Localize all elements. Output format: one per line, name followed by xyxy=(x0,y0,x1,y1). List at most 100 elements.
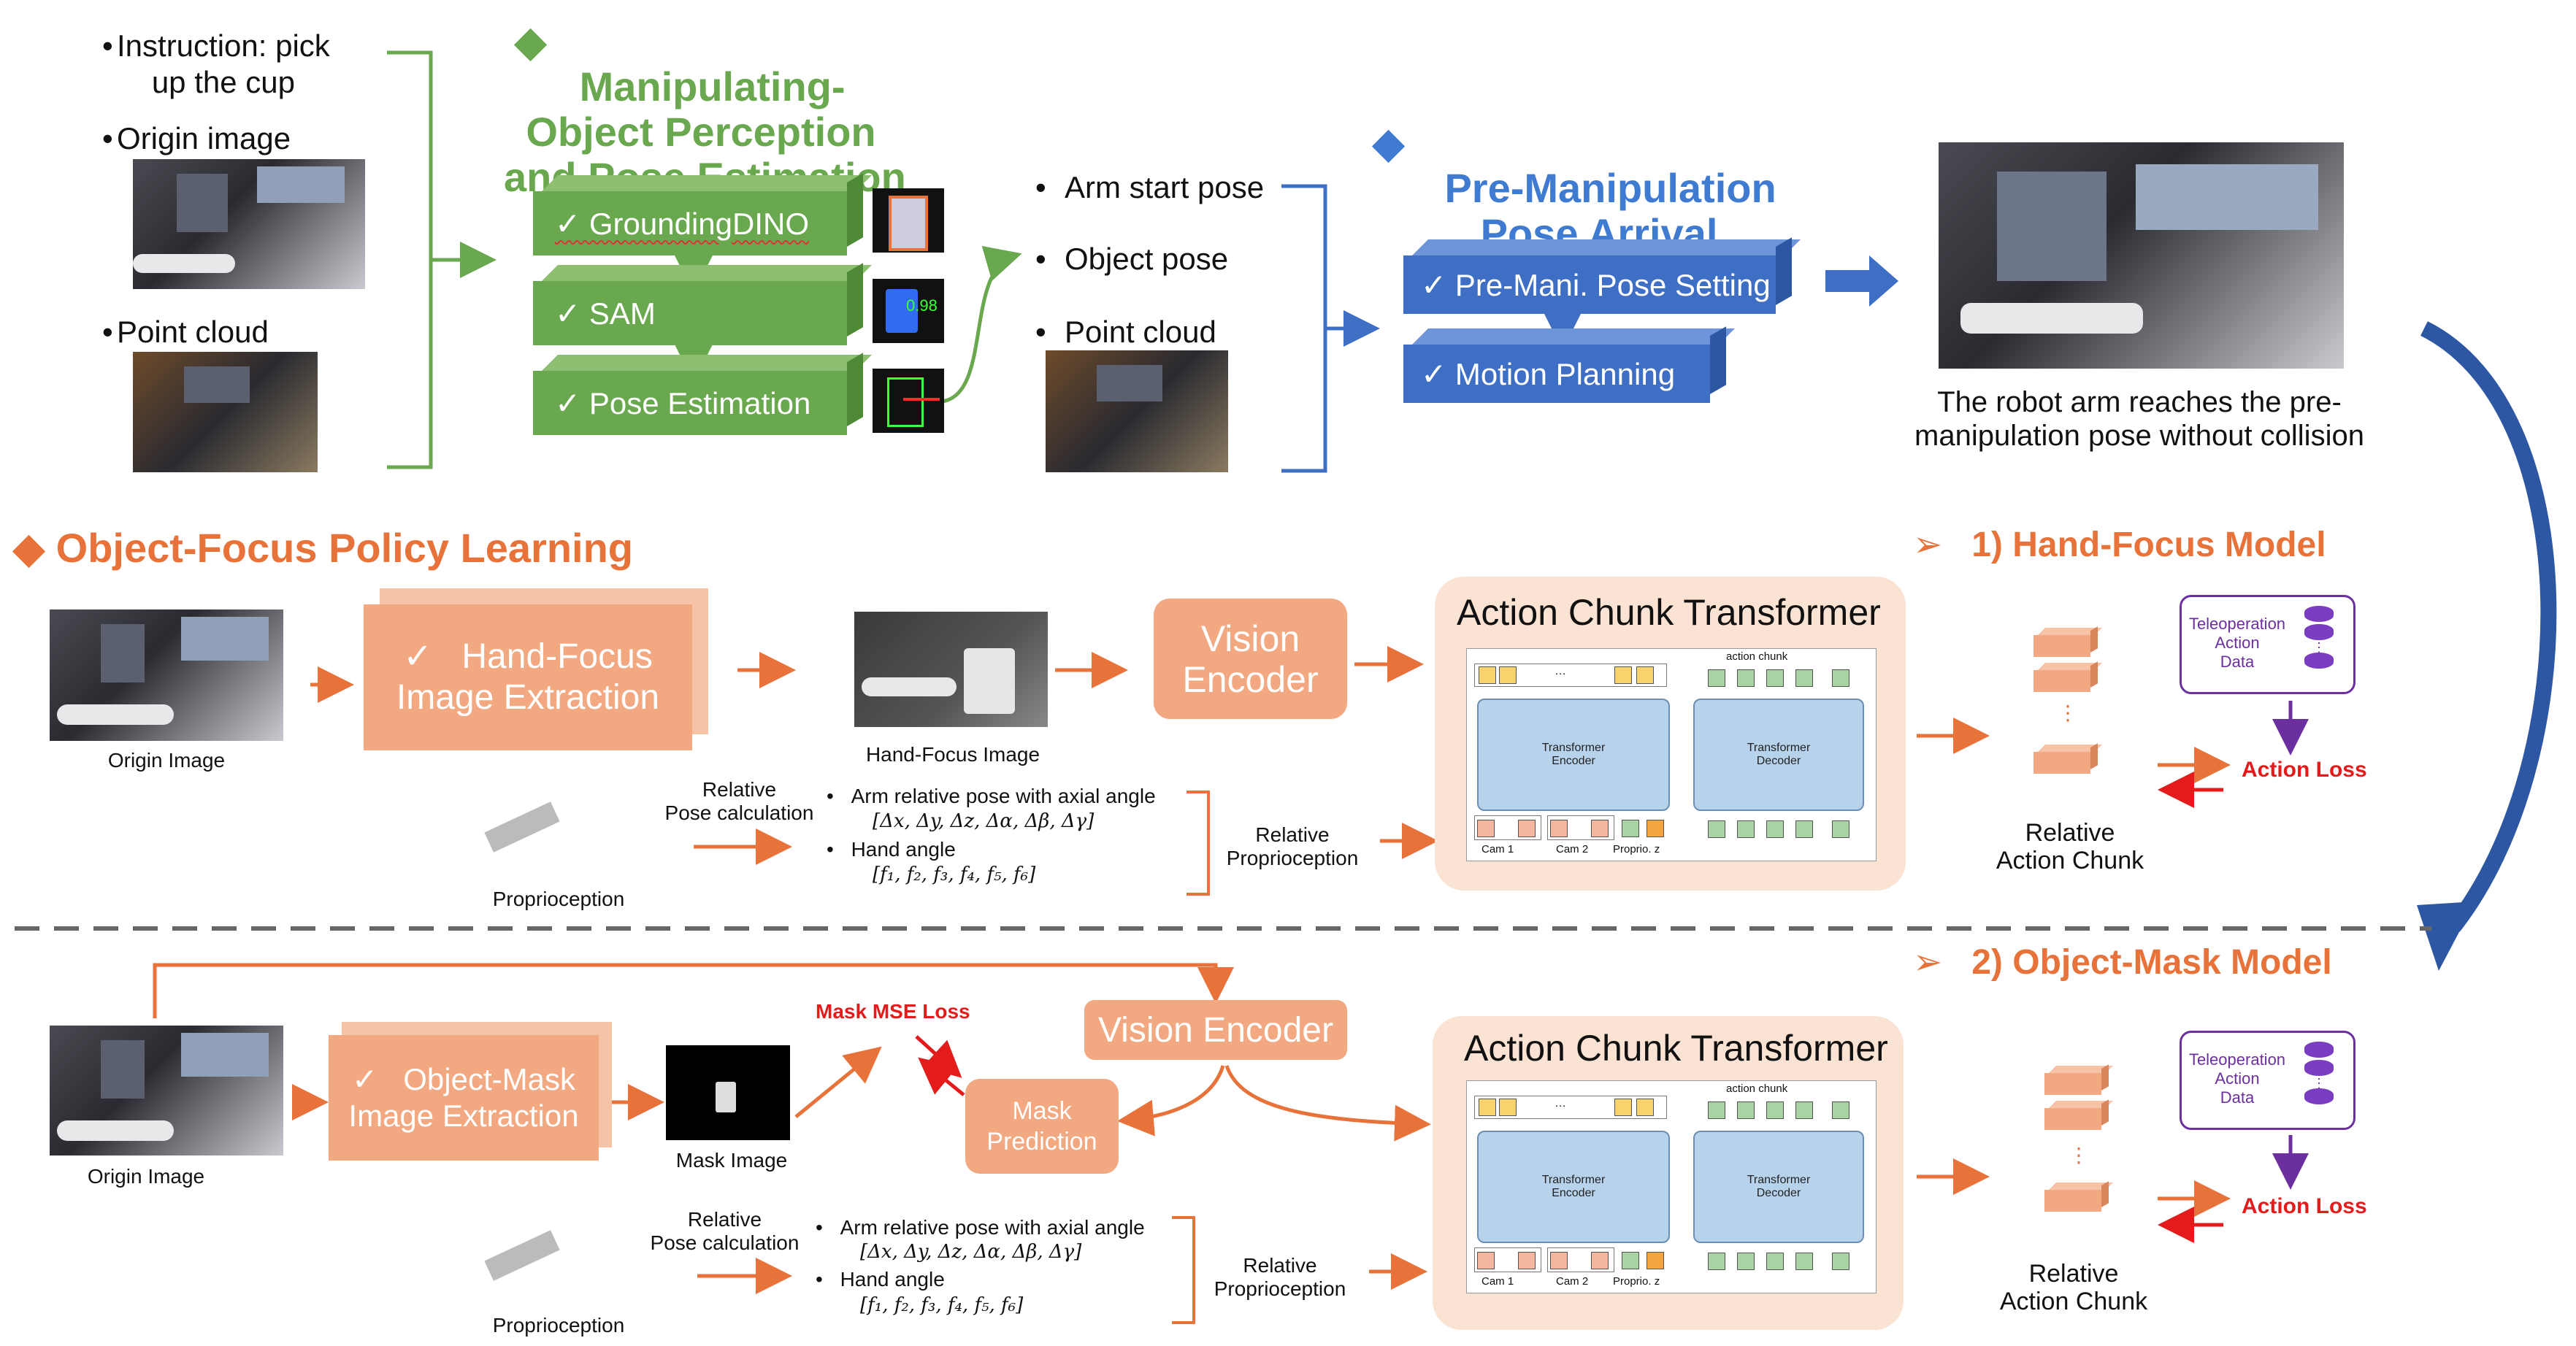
hf-proprio-label: Proprio. z xyxy=(1613,843,1660,855)
bracket-mid xyxy=(1281,184,1327,473)
diamond-icon: ◆ xyxy=(1373,120,1405,166)
hf-transformer-encoder: Transformer Encoder xyxy=(1477,699,1670,811)
hf-bullet2: • Hand angle xyxy=(827,838,956,861)
arrow-curve-down xyxy=(2420,321,2557,932)
om-bullet1-formula: [Δx, Δy, Δz, Δα, Δβ, Δγ] xyxy=(860,1241,1082,1263)
hf-bullet1-formula: [Δx, Δy, Δz, Δα, Δβ, Δγ] xyxy=(873,810,1095,832)
om-bullet1: • Arm relative pose with axial angle xyxy=(816,1216,1145,1239)
hf-proprio-caption: Proprioception xyxy=(492,888,625,910)
mid-input-object-pose: •Object pose xyxy=(1035,242,1229,276)
om-cam2-label: Cam 2 xyxy=(1556,1275,1589,1288)
om-bullet2-formula: [f₁, f₂, f₃, f₄, f₅, f₆] xyxy=(860,1294,1024,1316)
om-vision-encoder: Vision Encoder xyxy=(1084,1000,1347,1060)
om-action-loss: Action Loss xyxy=(2242,1194,2367,1218)
arrow-big-right xyxy=(1825,255,1898,307)
origin-image-photo xyxy=(133,159,365,289)
hf-act-title: Action Chunk Transformer xyxy=(1457,592,1881,633)
om-chunk-cube xyxy=(2044,1190,2101,1212)
hf-transformer-decoder: Transformer Decoder xyxy=(1693,699,1864,811)
step-premani-setting: ✓ Pre-Mani. Pose Setting xyxy=(1403,255,1776,314)
om-transformer-diagram: Transformer Encoder Transformer Decoder … xyxy=(1466,1080,1877,1293)
hf-chunk-cube xyxy=(2033,635,2090,657)
step-motion-planning: ✓ Motion Planning xyxy=(1403,345,1710,403)
hf-action-chunk-label: action chunk xyxy=(1726,650,1788,663)
om-bullet2: • Hand angle xyxy=(816,1268,945,1291)
hf-transformer-diagram: Transformer Encoder Transformer Decoder … xyxy=(1466,648,1877,861)
step-groundingdino: ✓ GroundingDINO xyxy=(533,191,847,255)
hf-rel-proprio: Relative Proprioception xyxy=(1226,823,1359,869)
hand-focus-model-title: ➢ 1) Hand-Focus Model xyxy=(1913,526,2326,564)
point-cloud-photo xyxy=(133,352,318,472)
om-mask-prediction: Mask Prediction xyxy=(965,1079,1119,1174)
hf-chunk-cube xyxy=(2033,670,2090,692)
hf-chunk-dots: ⋮ xyxy=(2058,701,2078,724)
policy-title: ◆ Object-Focus Policy Learning xyxy=(13,525,634,571)
hf-rel-chunk: Relative Action Chunk xyxy=(1996,819,2144,874)
om-chunk-cube xyxy=(2044,1073,2101,1095)
hf-extraction-box: ✓ Hand-Focus Image Extraction xyxy=(364,604,692,750)
om-action-chunk-label: action chunk xyxy=(1726,1082,1788,1095)
hf-bullet1: • Arm relative pose with axial angle xyxy=(827,785,1156,807)
hf-vision-encoder: Vision Encoder xyxy=(1154,599,1347,719)
arrowhead-icon: ➢ xyxy=(1913,943,1943,982)
om-chunk-cube xyxy=(2044,1108,2101,1130)
hf-teleop-data: Teleoperation Action Data ⋮ xyxy=(2180,595,2355,694)
origin-image-label: •Origin image xyxy=(102,121,291,155)
om-teleop-data: Teleoperation Action Data ⋮ xyxy=(2180,1031,2355,1130)
thumb-segmentation: 0.98 xyxy=(873,279,944,343)
hf-image-photo xyxy=(854,612,1048,727)
result-photo xyxy=(1939,142,2344,369)
bracket-proprio-2 xyxy=(1172,1216,1195,1324)
hf-bullet2-formula: [f₁, f₂, f₃, f₄, f₅, f₆] xyxy=(873,864,1036,885)
hf-rel-pose: Relative Pose calculation xyxy=(664,778,814,824)
arrow-pose-to-inputs xyxy=(941,246,1022,404)
om-rel-chunk: Relative Action Chunk xyxy=(1999,1260,2148,1315)
step-pose-estimation: ✓ Pose Estimation xyxy=(533,371,847,435)
om-mse-loss: Mask MSE Loss xyxy=(816,1000,970,1023)
om-chunk-dots: ⋮ xyxy=(2069,1144,2089,1166)
thumb-detection xyxy=(873,188,944,253)
om-origin-photo xyxy=(50,1026,283,1155)
arrow-origin-to-encoder xyxy=(153,963,1234,1018)
om-mask-image xyxy=(666,1045,790,1140)
om-cam1-label: Cam 1 xyxy=(1481,1275,1514,1288)
om-transformer-encoder: Transformer Encoder xyxy=(1477,1131,1670,1243)
hf-image-caption: Hand-Focus Image xyxy=(865,743,1040,766)
hf-origin-caption: Origin Image xyxy=(107,749,226,772)
point-cloud-label: •Point cloud xyxy=(102,315,269,349)
hf-cam2-label: Cam 2 xyxy=(1556,843,1589,855)
premani-title: ◆Pre-Manipulation Pose Arrival xyxy=(1373,120,1776,256)
arrowhead-icon: ➢ xyxy=(1913,526,1943,564)
om-extraction-box: ✓ Object-Mask Image Extraction xyxy=(329,1035,599,1161)
database-icon: ⋮ xyxy=(2304,606,2334,669)
om-proprio-caption: Proprioception xyxy=(492,1314,625,1337)
result-caption: The robot arm reaches the pre- manipulat… xyxy=(1914,386,2364,452)
mid-input-point-cloud: •Point cloud xyxy=(1035,315,1216,349)
hf-cam1-label: Cam 1 xyxy=(1481,843,1514,855)
om-rel-proprio: Relative Proprioception xyxy=(1214,1254,1346,1300)
hf-arm-image xyxy=(484,787,646,867)
om-transformer-decoder: Transformer Decoder xyxy=(1693,1131,1864,1243)
hf-action-loss: Action Loss xyxy=(2242,758,2367,782)
mid-input-arm-start: •Arm start pose xyxy=(1035,170,1265,204)
om-arm-image xyxy=(484,1215,646,1296)
instruction-text: •Instruction: pick up the cup xyxy=(102,28,330,99)
bracket-inputs xyxy=(387,50,433,469)
om-act-title: Action Chunk Transformer xyxy=(1464,1028,1888,1069)
om-origin-caption: Origin Image xyxy=(87,1165,205,1188)
step-sam: ✓ SAM xyxy=(533,281,847,345)
om-model-title: ➢ 2) Object-Mask Model xyxy=(1913,943,2332,982)
database-icon: ⋮ xyxy=(2304,1042,2334,1104)
mid-point-cloud-photo xyxy=(1046,350,1228,472)
om-mask-caption: Mask Image xyxy=(675,1149,788,1172)
hf-chunk-cube xyxy=(2033,752,2090,774)
diamond-icon: ◆ xyxy=(13,525,45,571)
diamond-icon: ◆ xyxy=(515,18,547,64)
thumb-pose xyxy=(873,369,944,433)
sam-score: 0.98 xyxy=(906,296,938,315)
bracket-proprio-1 xyxy=(1187,791,1210,896)
perception-title: ◆Manipulating- Object Perception and Pos… xyxy=(504,18,906,200)
om-rel-pose: Relative Pose calculation xyxy=(650,1208,800,1254)
om-proprio-label: Proprio. z xyxy=(1613,1275,1660,1288)
